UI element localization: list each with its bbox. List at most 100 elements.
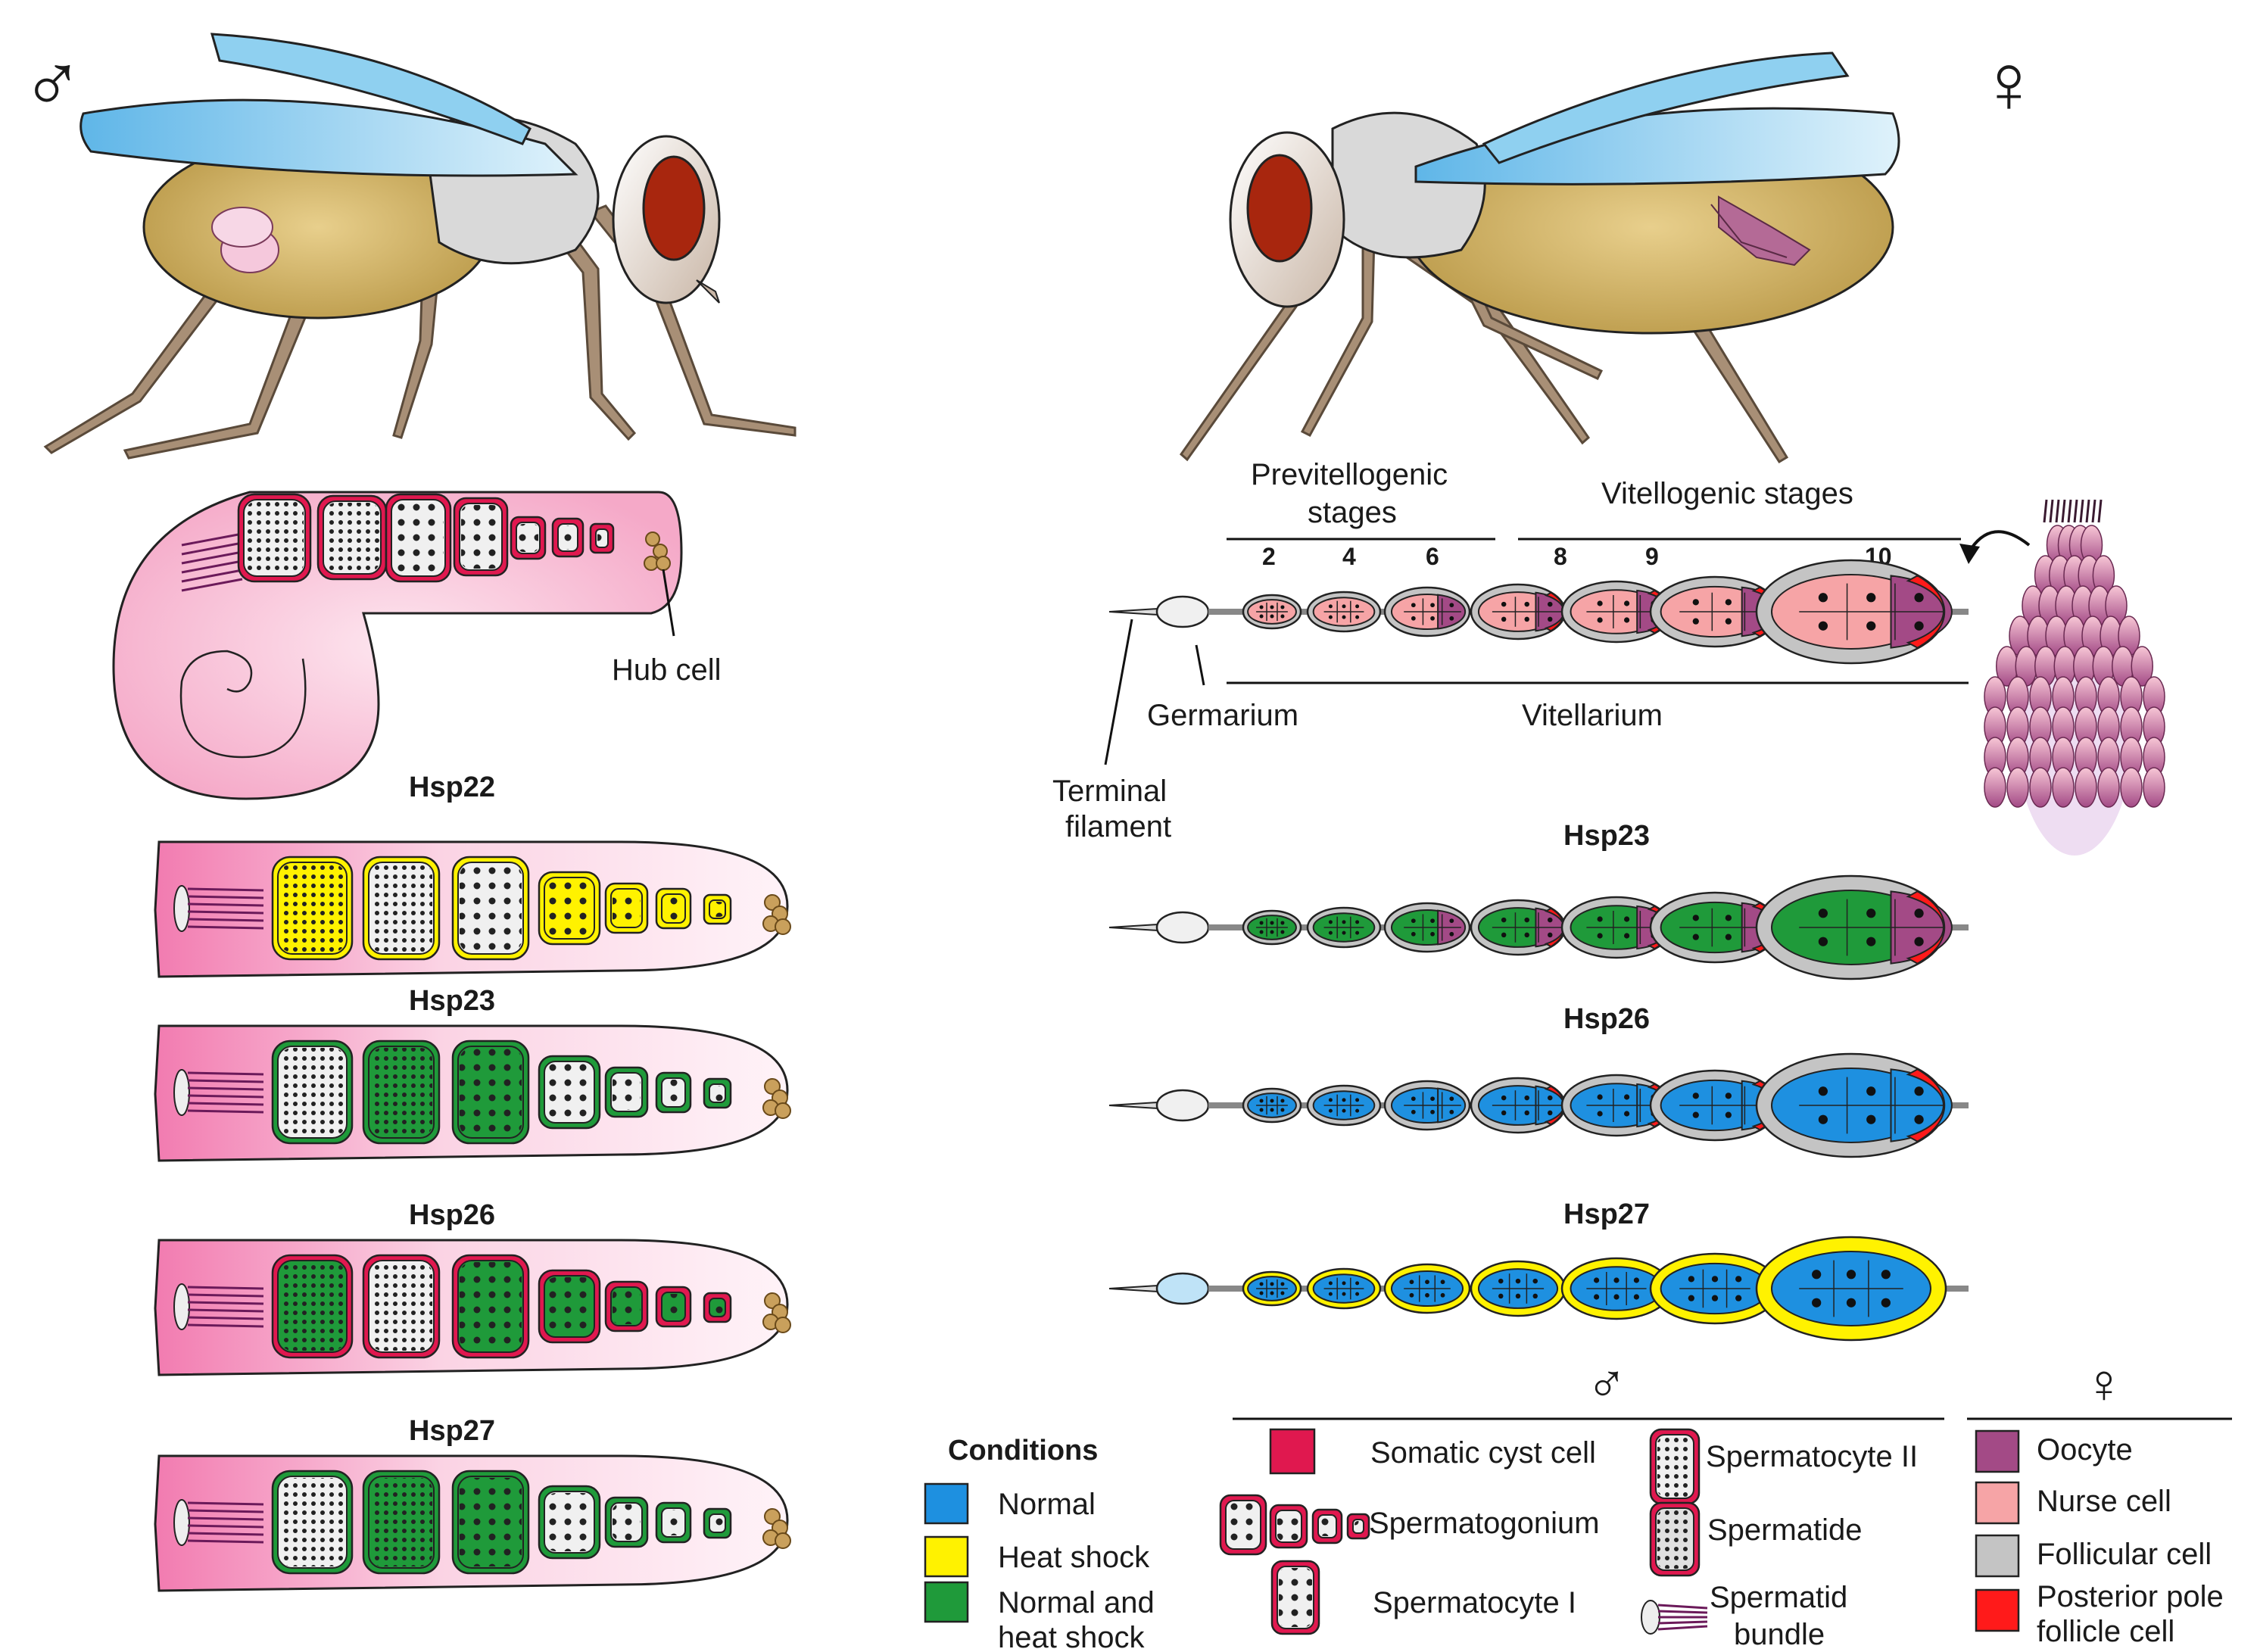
male-panel-hub-3 — [775, 1532, 791, 1549]
egg-chamber-4-nucleus — [1624, 600, 1630, 606]
male-panel-title: Hsp26 — [409, 1199, 495, 1231]
condition-label: Heat shock — [998, 1541, 1150, 1574]
egg-chamber-2-nucleus — [1430, 931, 1435, 937]
egg-chamber-2 — [1383, 1263, 1471, 1314]
female-swatch-3 — [1975, 1588, 2020, 1632]
egg-chamber-4-nucleus — [1624, 916, 1630, 922]
egg-chamber-3-nucleus — [1524, 1095, 1529, 1101]
male-panel-title: Hsp23 — [409, 985, 495, 1017]
spermatogonium-cell-3-dots — [1355, 1521, 1362, 1532]
coil-cell-0 — [237, 493, 312, 583]
egg-chamber-6-nucleus — [1812, 1298, 1822, 1308]
egg-chamber-1-nucleus — [1328, 920, 1333, 924]
male-panel-cell-0 — [271, 856, 354, 961]
egg-chamber-1-nucleus — [1355, 1108, 1360, 1113]
egg-chamber-2-nucleus — [1411, 1096, 1416, 1102]
female-panel-title: Hsp26 — [1563, 1003, 1650, 1035]
egg-chamber-0-nucleus — [1270, 1099, 1274, 1103]
male-panel-cell-5-dots — [663, 896, 684, 921]
male-panel-cell-2-dots — [460, 1262, 522, 1351]
spermatid-bundle-label-line2: bundle — [1734, 1618, 1825, 1651]
male-panel-bundle-line — [187, 1509, 264, 1513]
male-panel-cell-5-dots — [663, 1294, 684, 1320]
egg-chamber-6-nucleus — [1881, 1298, 1891, 1308]
female-item-label: Nurse cell — [2037, 1485, 2171, 1518]
egg-chamber-2-nucleus — [1430, 918, 1435, 924]
spermatogonium-cell-0-dots — [1227, 1502, 1259, 1548]
male-panel-cell-4-dots — [613, 1074, 641, 1110]
male-panel-cell-6 — [703, 1077, 732, 1109]
egg-chamber-3-nucleus — [1524, 932, 1529, 938]
egg-chamber-3 — [1470, 1260, 1566, 1317]
female-ovary-in-body — [1710, 195, 1811, 267]
ovary-ovariole — [2097, 767, 2120, 808]
male-panel-cell-0 — [271, 1254, 354, 1359]
spermatide-label: Spermatide — [1707, 1513, 1863, 1547]
stage-number: 2 — [1262, 543, 1276, 570]
egg-chamber-4-nucleus — [1633, 1294, 1639, 1300]
male-eye — [642, 155, 706, 261]
egg-chamber-0-nucleus — [1259, 921, 1264, 925]
egg-chamber-0-nucleus — [1259, 1099, 1264, 1103]
egg-chamber-0-nucleus — [1259, 1282, 1264, 1286]
male-panel-cell-2-dots — [460, 864, 522, 952]
egg-chamber-4-nucleus — [1624, 1094, 1630, 1100]
egg-chamber-1-nucleus — [1342, 615, 1346, 619]
male-panel-cell-3-dots — [546, 1063, 593, 1121]
egg-chamber-0-nucleus — [1280, 614, 1285, 619]
coil-cell-0-dots — [245, 501, 304, 575]
egg-chamber-6-nucleus — [1812, 1270, 1822, 1280]
egg-chamber-5-nucleus — [1725, 934, 1732, 940]
female-head — [1229, 131, 1345, 308]
egg-chamber-0-nucleus — [1259, 605, 1264, 609]
male-panel-cell-1 — [362, 856, 441, 961]
ovary-ovariole — [2131, 646, 2153, 687]
egg-chamber-4-nucleus — [1597, 600, 1603, 606]
male-panel-cell-5 — [655, 1501, 692, 1544]
egg-chamber-6-nucleus — [1914, 621, 1924, 631]
male-wing — [79, 98, 578, 177]
coil-cell-5 — [551, 517, 585, 558]
ovary-ovariole — [2075, 767, 2097, 808]
male-panel-cell-4 — [604, 1066, 649, 1118]
male-panel-bundle-line — [187, 1323, 264, 1328]
coil-cell-4 — [510, 516, 547, 560]
male-fly-illustration — [43, 33, 796, 460]
egg-chamber-3-nucleus — [1524, 917, 1529, 923]
egg-chamber-0-nucleus — [1280, 605, 1285, 609]
male-panel-cell-2 — [451, 856, 530, 961]
spermatogonium-cell-2-dots — [1320, 1516, 1335, 1536]
stage-number: 8 — [1554, 543, 1567, 570]
egg-chamber-0-nucleus — [1259, 1108, 1264, 1112]
egg-chamber-1 — [1306, 1267, 1382, 1310]
spermatocyte-2-cell-dots — [1657, 1436, 1692, 1497]
male-panel-hub-0 — [764, 1078, 781, 1095]
female-item-label: Oocyte — [2037, 1433, 2133, 1467]
egg-chamber-0-nucleus — [1270, 605, 1274, 609]
egg-chamber-3-nucleus — [1524, 616, 1529, 622]
egg-chamber-3 — [1470, 583, 1567, 641]
egg-chamber-2-nucleus — [1440, 1292, 1445, 1298]
egg-chamber-6-nucleus — [1866, 937, 1876, 946]
ovary-ovariole — [2143, 767, 2165, 808]
egg-chamber-2-nucleus — [1449, 931, 1454, 937]
egg-chamber-2-nucleus — [1430, 1096, 1435, 1102]
spermatogonium-glyph — [1219, 1494, 1370, 1556]
male-panel-cell-4-dots — [613, 1289, 641, 1324]
ovary-filament — [2055, 499, 2060, 523]
male-panel-cell-2-dots — [460, 1478, 522, 1566]
whole-ovary-illustration — [1984, 499, 2165, 856]
hub-cell-pointer — [662, 569, 675, 637]
male-panel-cell-4-dots — [613, 1504, 641, 1540]
egg-chamber-1-nucleus — [1342, 1281, 1346, 1286]
male-panel-cell-4 — [604, 1280, 649, 1333]
ovary-ovariole — [1984, 767, 2006, 808]
male-symbol-top: ♂ — [21, 37, 84, 130]
vitellogenic-label: Vitellogenic stages — [1601, 477, 1853, 510]
egg-chamber-4-nucleus — [1624, 933, 1630, 939]
legend-male-items: Somatic cyst cell Spermatogonium Spermat… — [1219, 1428, 1918, 1651]
egg-chamber-1-nucleus — [1328, 1108, 1333, 1113]
